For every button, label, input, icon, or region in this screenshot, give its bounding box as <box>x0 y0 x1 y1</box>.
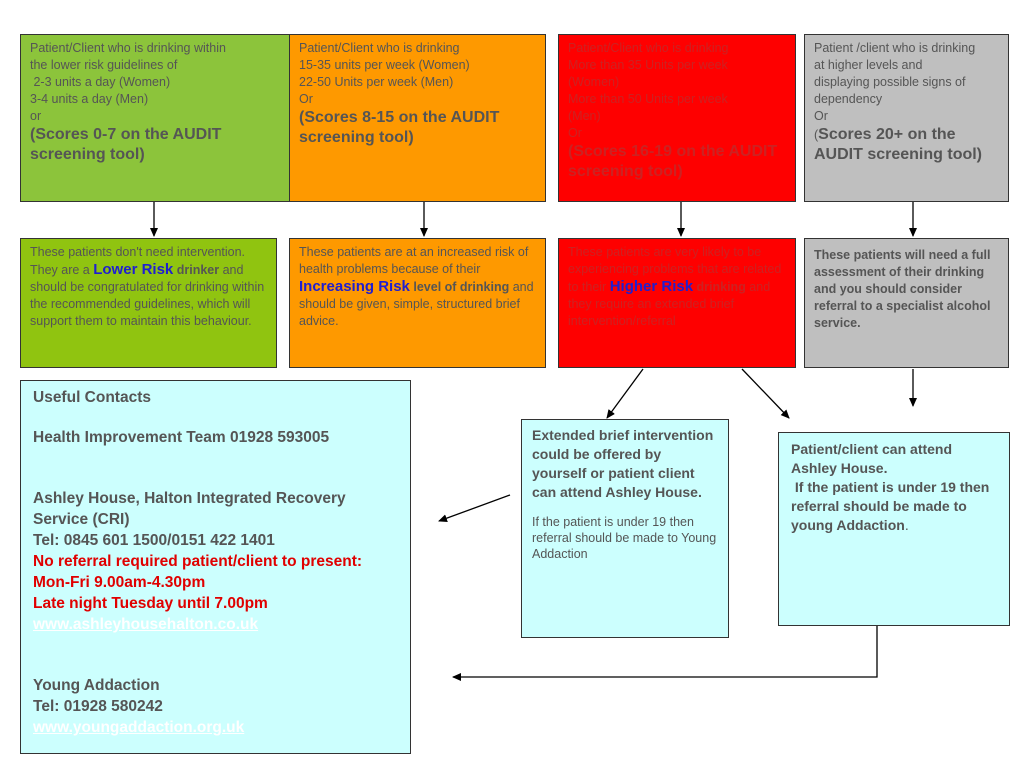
advice-text: These patients will need a full assessme… <box>814 248 991 330</box>
criteria-line: (Women) <box>568 75 620 89</box>
criteria-line: 3-4 units a day (Men) <box>30 92 149 106</box>
audit-score: (Scores 20+ on the AUDIT screening tool) <box>814 125 999 165</box>
criteria-line: Or <box>568 126 582 140</box>
opening-hours: Mon-Fri 9.00am-4.30pm <box>33 574 206 591</box>
criteria-line: at higher levels and <box>814 58 923 72</box>
advice-text: and should be given, simple, structured … <box>299 280 534 328</box>
low-risk-criteria-box: Patient/Client who is drinking within th… <box>20 34 290 202</box>
higher-risk-criteria-box: Patient/Client who is drinking More than… <box>558 34 796 202</box>
useful-contacts-box: Useful Contacts Health Improvement Team … <box>20 380 411 754</box>
audit-score: (Scores 8-15 on the AUDIT screening tool… <box>299 109 500 146</box>
attend-ashley-house-box: Patient/client can attend Ashley House. … <box>778 432 1010 626</box>
criteria-line: Or <box>814 109 828 123</box>
specialist-referral-box: These patients will need a full assessme… <box>804 238 1009 368</box>
arrow-extended-to-contacts <box>438 494 511 523</box>
health-team-contact: Health Improvement Team 01928 593005 <box>33 429 330 446</box>
increasing-risk-criteria-box: Patient/Client who is drinking 15-35 uni… <box>289 34 546 202</box>
risk-level-label: Increasing Risk <box>299 278 410 295</box>
score-prefix: ( <box>814 128 819 142</box>
criteria-line: or <box>30 109 42 123</box>
risk-level-label: Lower Risk <box>93 261 174 278</box>
young-addaction-link[interactable]: www.youngaddaction.org.uk <box>33 719 245 736</box>
criteria-line: dependency <box>814 92 883 106</box>
advice-text: and should be congratulated for drinking… <box>30 263 265 328</box>
advice-text: These patients are very likely to be exp… <box>568 245 782 294</box>
extended-intervention-box: Extended brief intervention could be off… <box>521 419 729 638</box>
arrow-to-attend <box>741 368 790 419</box>
criteria-line: Patient /client who is drinking <box>814 41 976 55</box>
attend-text: Patient/client can attend Ashley House. <box>791 441 953 476</box>
audit-score: (Scores 0-7 on the AUDIT screening tool) <box>30 126 222 163</box>
criteria-line: displaying possible signs of <box>814 75 966 89</box>
increasing-risk-advice-box: These patients are at an increased risk … <box>289 238 546 368</box>
risk-level-label: Higher Risk <box>609 278 694 295</box>
higher-risk-advice-box: These patients are very likely to be exp… <box>558 238 796 368</box>
ashley-house-name: Ashley House, Halton Integrated Recovery… <box>33 490 346 528</box>
attend-under19-text: If the patient is under 19 then referral… <box>791 479 994 533</box>
score-text: Scores 20+ on the AUDIT screening tool) <box>814 126 983 163</box>
ashley-house-tel: Tel: 0845 601 1500/0151 422 1401 <box>33 532 275 549</box>
ashley-house-link[interactable]: www.ashleyhousehalton.co.uk <box>33 616 259 633</box>
advice-text: These patients don't need intervention. … <box>30 245 246 277</box>
no-referral-note: No referral required patient/client to p… <box>33 553 363 570</box>
criteria-line: 15-35 units per week (Women) <box>299 58 470 72</box>
attend-period: . <box>904 517 909 533</box>
extended-normal-text: If the patient is under 19 then referral… <box>532 515 717 561</box>
dependency-criteria-box: Patient /client who is drinking at highe… <box>804 34 1009 202</box>
criteria-line: 22-50 Units per week (Men) <box>299 75 454 89</box>
contacts-title: Useful Contacts <box>33 389 151 406</box>
criteria-line: Or <box>299 92 313 106</box>
criteria-line: Patient/Client who is drinking <box>568 41 729 55</box>
advice-bold-text: level of drinking <box>409 280 510 294</box>
criteria-line: More than 50 Units per week <box>568 92 728 106</box>
arrow-to-extended <box>606 368 644 419</box>
advice-bold-text: drinking <box>693 280 746 294</box>
criteria-line: 2-3 units a day (Women) <box>30 75 171 89</box>
criteria-line: Patient/Client who is drinking within <box>30 41 226 55</box>
extended-bold-text: Extended brief intervention could be off… <box>532 427 714 500</box>
young-addaction-name: Young Addaction <box>33 677 160 694</box>
criteria-line: Patient/Client who is drinking <box>299 41 460 55</box>
late-night-hours: Late night Tuesday until 7.00pm <box>33 595 268 612</box>
criteria-line: More than 35 Units per week <box>568 58 728 72</box>
criteria-line: the lower risk guidelines of <box>30 58 178 72</box>
advice-bold-text: drinker <box>173 263 220 277</box>
advice-text: and they require an extended brief inter… <box>568 280 771 328</box>
advice-text: These patients are at an increased risk … <box>299 245 529 276</box>
young-addaction-tel: Tel: 01928 580242 <box>33 698 163 715</box>
criteria-line: (Men) <box>568 109 601 123</box>
audit-score: (Scores 16-19 on the AUDIT screening too… <box>568 143 778 180</box>
lower-risk-advice-box: These patients don't need intervention. … <box>20 238 277 368</box>
arrow-attend-to-contacts <box>452 626 878 681</box>
